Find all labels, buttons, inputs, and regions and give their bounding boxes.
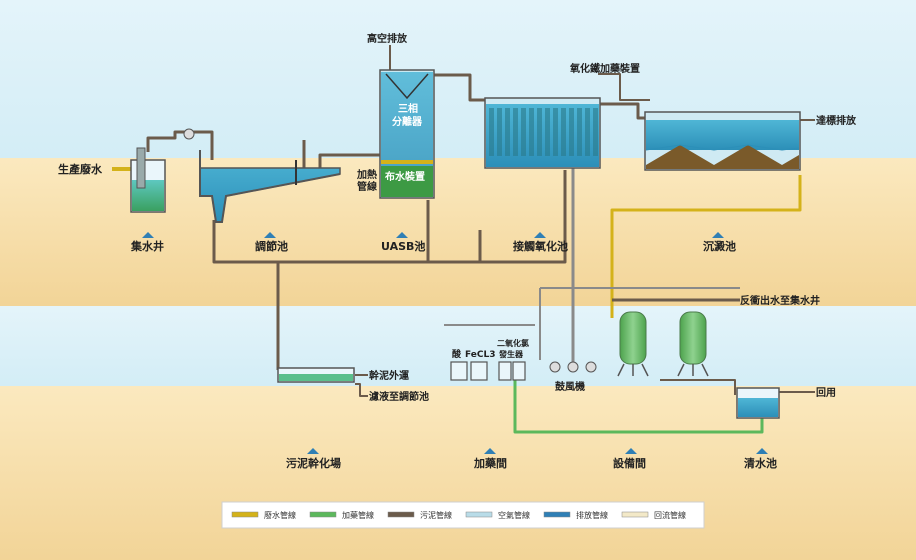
legend-swatch [465,511,493,518]
unit-regulate-label: 調節池 [255,239,288,253]
unit-marker-icon [756,448,768,454]
blower-label: 鼓風機 [555,380,585,393]
unit-clean-label: 清水池 [744,456,777,470]
distributor-label: 布水裝置 [385,170,425,183]
filtered-pipe [660,379,736,395]
clean-water-pipe-settle-filter [610,175,802,318]
unit-marker-icon [142,232,154,238]
media-strip [513,108,518,156]
unit-settle-label: 沉澱池 [703,239,736,253]
media-strip [529,108,534,156]
legend-swatch [231,511,259,518]
legend-label: 回流管線 [654,510,686,520]
acid-label: 酸 [452,348,462,360]
filter-vessels [617,311,709,377]
unit-marker-icon [484,448,496,454]
media-strip [569,108,574,156]
clo2-label-2: 發生器 [498,349,524,359]
filtrate-label: 濾液至調節池 [369,390,429,403]
reuse-label: 回用 [816,387,836,399]
sludge-drying-bed [277,367,355,383]
raw-water-label: 生產廢水 [58,162,103,176]
legend: 廢水管線 加藥管線 污泥管線 空氣管線 排放管線 回流管線 [221,501,705,529]
backwash-label: 反衝出水至集水井 [740,294,820,307]
unit-marker-icon [264,232,276,238]
media-strip [489,108,494,156]
unit-marker-icon [396,232,408,238]
legend-label: 污泥管線 [420,510,452,520]
wastewater-pipe-pump [146,130,214,160]
unit-collect-label: 集水井 [130,239,164,253]
unit-marker-icon [534,232,546,238]
blowers [549,361,597,373]
pipe-label: 管線 [357,180,377,193]
unit-marker-icon [307,448,319,454]
legend-label: 空氣管線 [498,510,530,520]
sludge-out-label: 幹泥外運 [369,369,409,382]
unit-contact-label: 接觸氧化池 [513,239,568,253]
dosing-device-label: 氧化鐵加藥裝置 [569,62,640,75]
unit-equipment-label: 設備間 [613,456,646,470]
separator-label: 分離器 [392,115,423,128]
media-strip [545,108,550,156]
legend-swatch [309,511,337,518]
legend-label: 廢水管線 [264,510,296,520]
heating-label: 加熱 [356,168,377,181]
vent-label: 高空排放 [367,32,408,45]
sludge-pipe-contact [478,170,567,264]
media-strip [593,108,598,156]
media-strip [505,108,510,156]
clo2-label-1: 二氧化氯 [497,338,529,348]
media-strip [585,108,590,156]
dosing-pipe-clo2 [513,380,764,434]
fecl3-label: FeCL3 [465,350,496,360]
media-strip [577,108,582,156]
legend-swatch [387,511,415,518]
unit-markers [142,232,768,454]
legend-items: 廢水管線 加藥管線 污泥管線 空氣管線 排放管線 回流管線 [231,510,686,520]
unit-uasb-label: UASB池 [381,239,425,253]
pipes [112,45,815,434]
unit-marker-icon [625,448,637,454]
wastewater-pipe-contact-settle [600,102,650,120]
regulating-tank [199,150,341,223]
media-strip [553,108,558,156]
media-strip [561,108,566,156]
dosing-tanks [450,361,526,381]
legend-swatch [543,511,571,518]
clean-water-tank [736,387,780,419]
discharge-label: 達標排放 [816,114,857,127]
unit-sludge-label: 污泥幹化場 [286,456,341,470]
collect-well [130,128,195,213]
fill-media [489,108,598,156]
wastewater-pipe-uasb-contact [433,73,488,102]
unit-marker-icon [712,232,724,238]
legend-label: 排放管線 [576,510,608,520]
three-phase-label: 三相 [398,102,418,115]
settling-tank [644,111,801,171]
contact-oxidation-tank [484,97,601,169]
legend-swatch [621,511,649,518]
media-strip [521,108,526,156]
uasb-tank [379,69,435,199]
filtrate-pipe [355,383,368,397]
media-strip [497,108,502,156]
dosing-device-pipe [598,73,650,101]
unit-dosing-label: 加藥間 [473,456,507,470]
media-strip [537,108,542,156]
legend-label: 加藥管線 [342,510,374,520]
